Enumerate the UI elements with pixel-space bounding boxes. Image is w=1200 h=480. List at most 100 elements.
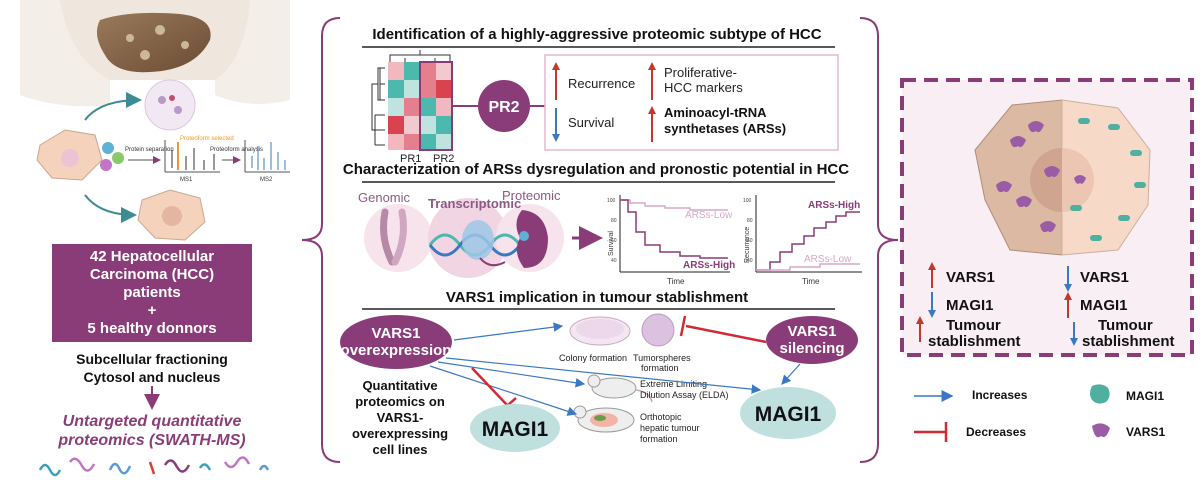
recurrence-plot: 100 80 60 40 ARSs-High ARSs-Low Recurren… — [743, 195, 862, 286]
vars1-sil-label-line1: VARS1 — [788, 323, 837, 340]
over-to-colony-arrow — [453, 322, 564, 341]
legend-vars1-label: VARS1 — [1126, 425, 1165, 439]
survival-plot: 100 80 60 40 ARSs-Low ARSs-High Survival… — [607, 195, 735, 286]
pr2-circle-label: PR2 — [488, 99, 519, 116]
prolif-label-line1: Proliferative- — [664, 65, 737, 80]
tumorspheres-label-line1: Tumorspheres — [633, 353, 691, 363]
dna-helix-icon — [428, 220, 522, 267]
over-to-elda-arrow — [437, 361, 586, 388]
survival-label: Survival — [568, 115, 614, 130]
proteomic-label: Proteomic — [502, 188, 561, 203]
recurrence-time-label: Time — [802, 277, 820, 286]
svg-text:60: 60 — [747, 238, 753, 244]
svg-text:80: 80 — [611, 218, 617, 224]
section2: Genomic Transcriptomic Proteomic 100 80 … — [358, 181, 862, 286]
ars-label-line1: Aminoacyl-tRNA — [664, 105, 767, 120]
section1-title: Identification of a highly-aggressive pr… — [372, 26, 822, 43]
section3: VARS1 overexpression VARS1 silencing Col… — [340, 308, 858, 457]
section3-title: VARS1 implication in tumour stablishment — [445, 289, 749, 306]
quant-label-line1: Quantitative — [362, 378, 437, 393]
magi1-left-oval — [470, 404, 560, 452]
transcriptomic-label: Transcriptomic — [428, 196, 521, 211]
quant-label-line5: cell lines — [373, 442, 428, 457]
orthotopic-label-line3: formation — [640, 434, 678, 444]
recurrence-ars-high-label: ARSs-High — [808, 200, 860, 211]
right-tumour-down-arrow — [1070, 338, 1078, 346]
left-vars1-label: VARS1 — [946, 269, 995, 286]
vars1-over-label-line2: overexpression — [341, 342, 452, 359]
magi1-cluster-right — [1070, 118, 1146, 241]
right-panel: VARS1 MAGI1 Tumour stablishment VARS1 MA… — [900, 78, 1194, 357]
left-magi1-down-arrow — [928, 310, 936, 318]
over-inhibits-magi1 — [471, 367, 509, 407]
quant-label-line3: VARS1- — [377, 410, 424, 425]
vars1-silencing-oval — [766, 316, 858, 364]
svg-text:100: 100 — [743, 198, 752, 204]
pr2-features-box — [544, 54, 839, 151]
magi1-left-label: MAGI1 — [482, 418, 549, 441]
left-tumour-label-line1: Tumour — [946, 317, 1001, 334]
right-vars1-down-arrow — [1064, 284, 1072, 292]
tumorspheres-label-line2: formation — [641, 363, 679, 373]
method-text: Untargeted quantitative proteomics (SWAT… — [20, 412, 284, 450]
vars1-overexpression-oval — [340, 315, 452, 369]
genomic-label: Genomic — [358, 190, 411, 205]
legend-decreases-label: Decreases — [966, 425, 1026, 439]
survival-ars-high-label: ARSs-High — [683, 260, 735, 271]
ms1-label: MS1 — [180, 177, 193, 183]
legend-vars1-icon — [1092, 423, 1110, 438]
recurrence-axis-label: Recurrence — [744, 227, 751, 263]
section2-title: Characterization of ARSs dysregulation a… — [342, 161, 850, 178]
dendrogram — [371, 67, 385, 146]
cohort-line3: patients — [123, 284, 181, 301]
pr2-label: PR2 — [433, 153, 454, 165]
recurrence-label: Recurrence — [568, 76, 635, 91]
proteoform-analysis-label: Proteoform analysis — [210, 147, 263, 153]
proteoform-selected-label: Proteoform selected — [180, 136, 234, 142]
fractioning-line1: Subcellular fractioning — [76, 351, 228, 367]
left-tumour-label-line2: stablishment — [928, 333, 1021, 350]
vars1-over-label-line1: VARS1 — [372, 325, 421, 342]
sample-arrow — [84, 92, 142, 121]
right-tumour-label-line2: stablishment — [1082, 333, 1175, 350]
tissue-sample-icon — [144, 79, 196, 131]
peptide-squiggles — [38, 456, 270, 477]
elda-label-line2: Dilution Assay (ELDA) — [640, 390, 729, 400]
prolif-label-line2: HCC markers — [664, 80, 743, 95]
vars1-cluster-left — [996, 121, 1060, 233]
section1: PR1 PR2 PR2 Recurrence Survival Prolifer… — [362, 46, 839, 165]
legend-increases-label: Increases — [972, 388, 1028, 402]
magi1-right-oval — [740, 387, 836, 439]
cohort-line5: 5 healthy donnors — [87, 320, 217, 337]
svg-text:80: 80 — [747, 218, 753, 224]
vars1-sil-label-line2: silencing — [779, 340, 844, 357]
legend: Increases Decreases MAGI1 VARS1 — [914, 384, 1165, 442]
ms2-label: MS2 — [260, 177, 273, 183]
tumorsphere-icon — [641, 313, 675, 347]
ars-label-line2: synthetases (ARSs) — [664, 121, 786, 136]
protein-separation-label: Protein separation — [125, 147, 174, 153]
quant-label-line2: proteomics on — [355, 394, 445, 409]
survival-axis-label: Survival — [608, 231, 615, 256]
method-line1: Untargeted quantitative — [62, 413, 242, 430]
survival-time-label: Time — [667, 277, 685, 286]
quant-label-line4: overexpressing — [352, 426, 448, 441]
fractioning-text: Subcellular fractioning Cytosol and nucl… — [40, 350, 264, 386]
right-magi1-up-arrow — [1064, 292, 1072, 300]
svg-text:60: 60 — [611, 238, 617, 244]
over-to-orthotopic-arrow — [429, 365, 578, 416]
left-tumour-up-arrow — [916, 316, 924, 324]
svg-text:40: 40 — [747, 258, 753, 264]
cohort-line1: 42 Hepatocellular — [89, 248, 215, 265]
liver-icon — [96, 12, 211, 73]
cohort-line2: Carcinoma (HCC) — [89, 266, 215, 283]
survival-ars-low-label: ARSs-Low — [685, 210, 733, 221]
pr2-circle — [478, 80, 530, 132]
chromosome-icon — [380, 208, 407, 266]
ms-schematic: Protein separation Proteoform selected P… — [100, 136, 290, 183]
protein-icon — [516, 210, 548, 268]
left-panel: Protein separation Proteoform selected P… — [20, 0, 290, 477]
mouse-orthotopic-icon — [573, 405, 635, 433]
magi1-right-label: MAGI1 — [755, 403, 822, 426]
